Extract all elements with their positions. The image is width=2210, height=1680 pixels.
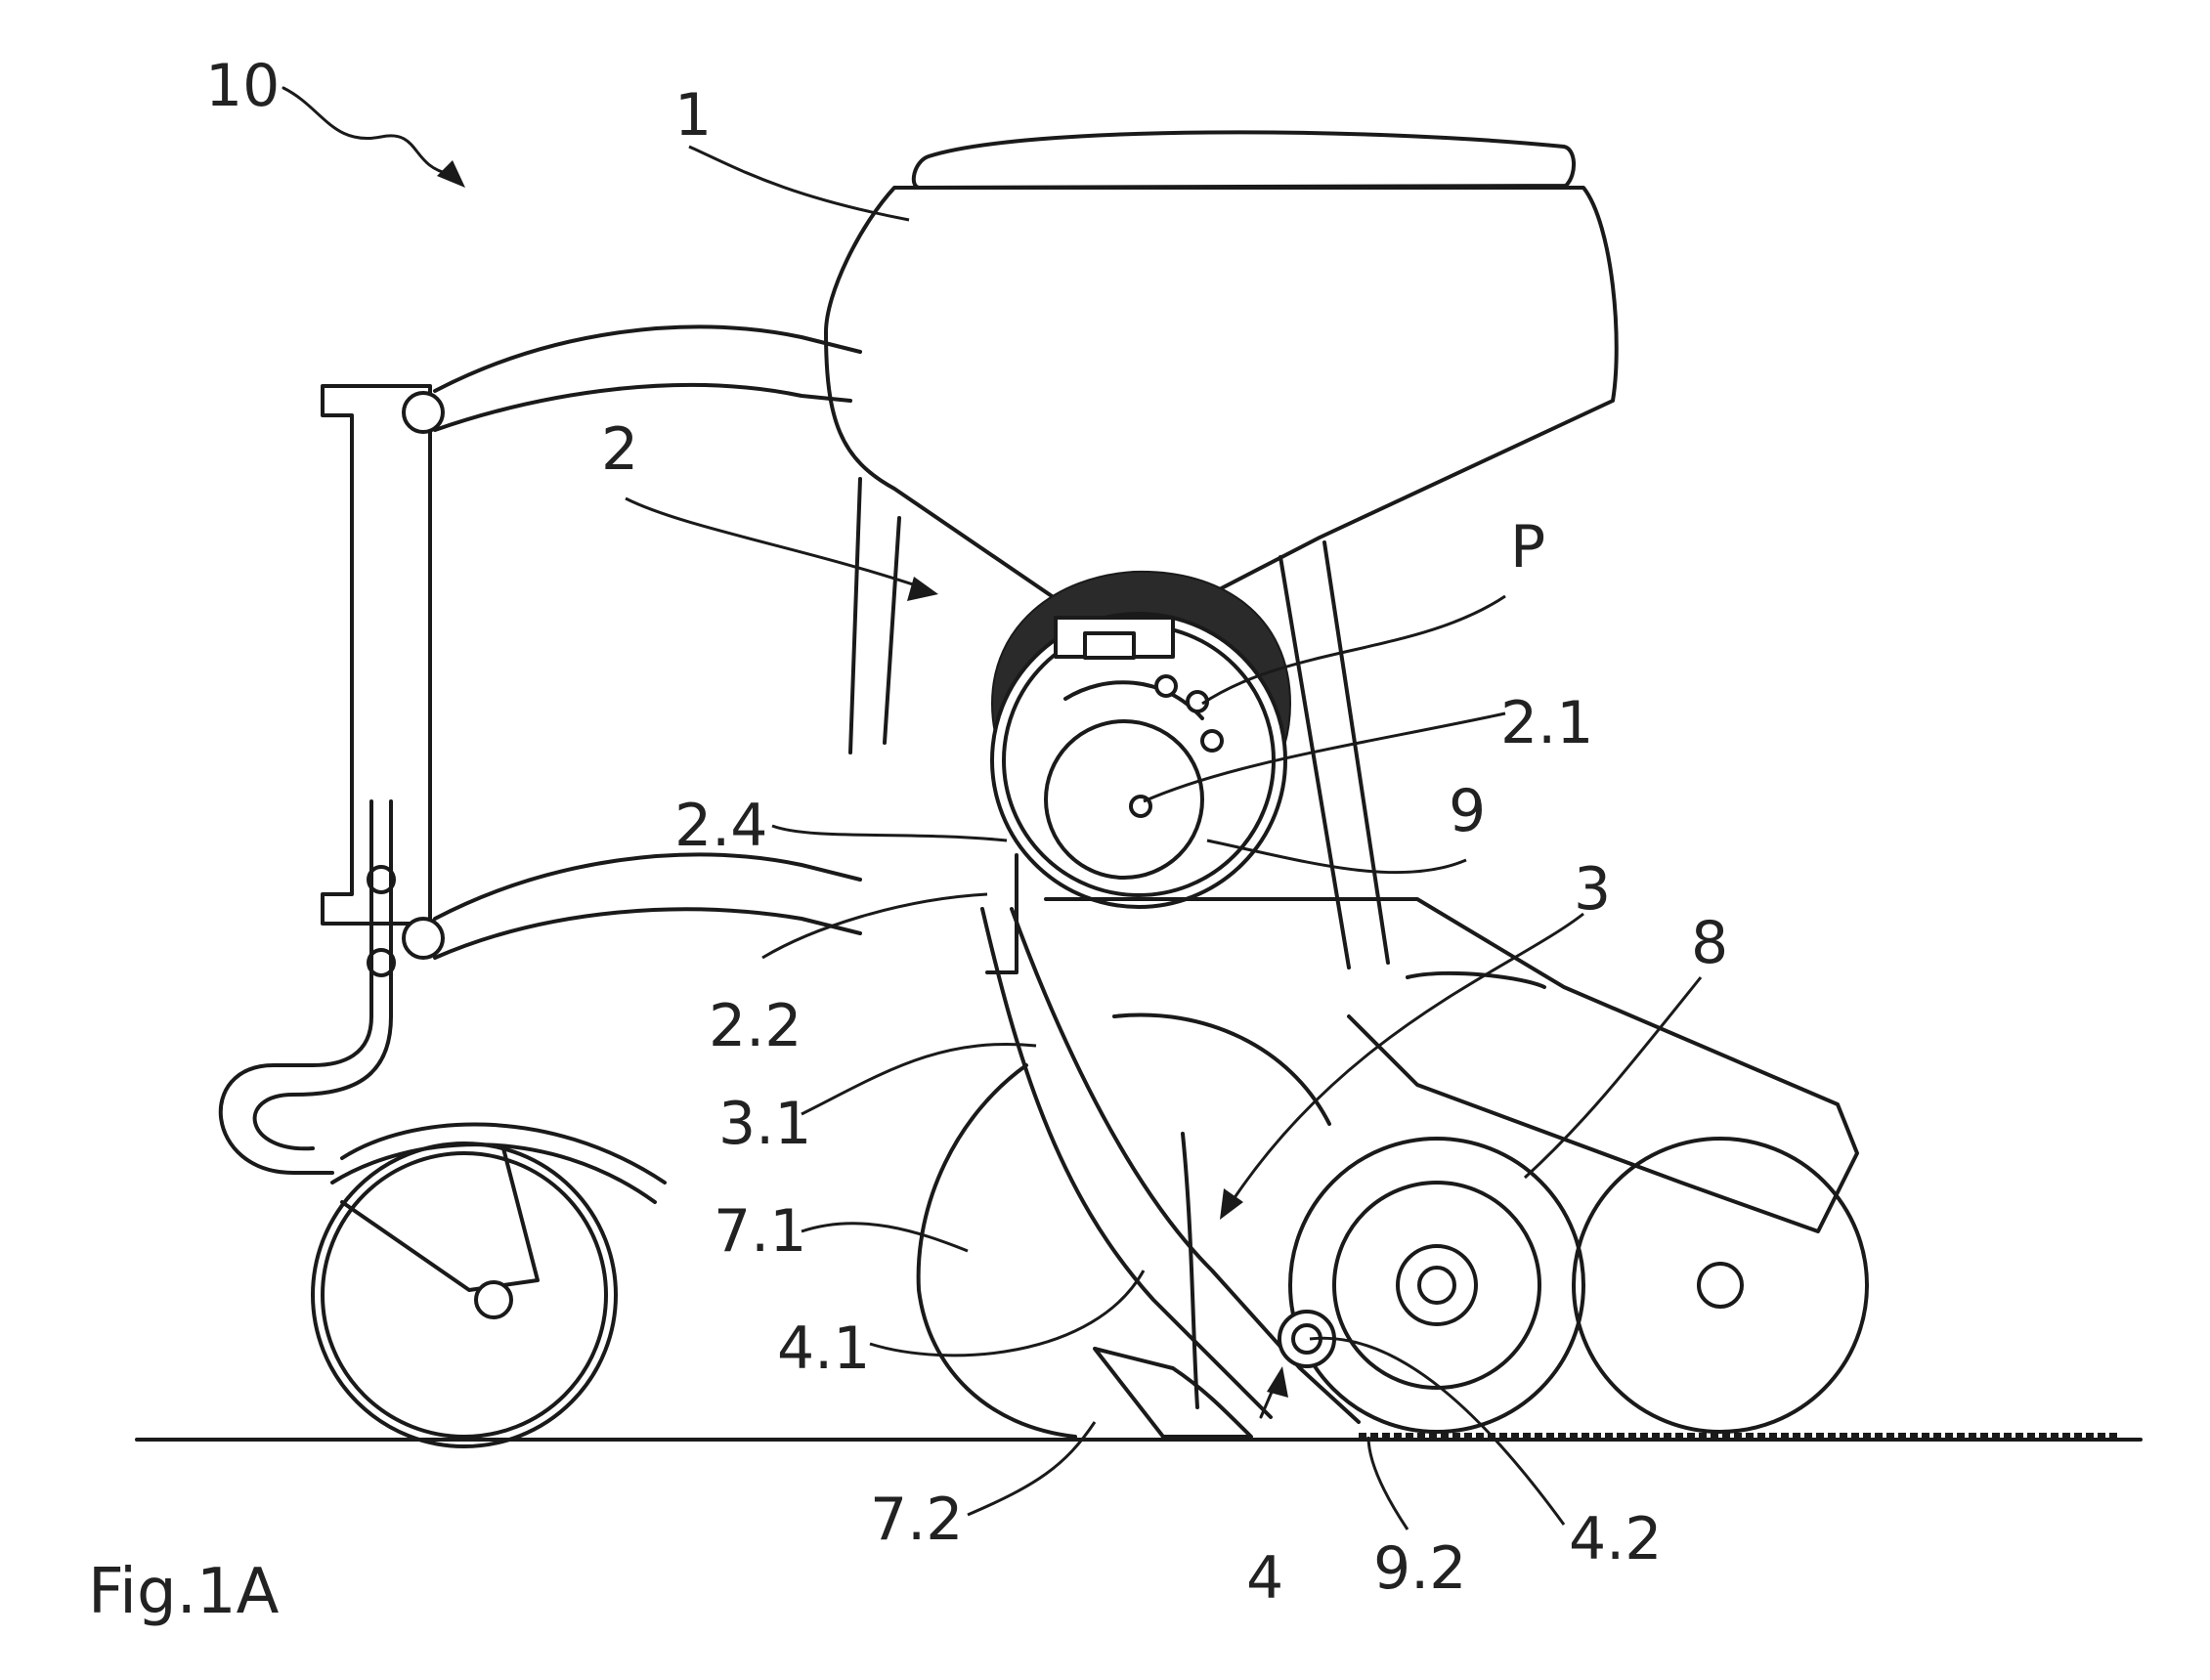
label-2: 2 <box>601 415 638 484</box>
label-3: 3 <box>1574 855 1611 924</box>
label-8: 8 <box>1691 909 1728 977</box>
label-10: 10 <box>205 52 280 120</box>
leader-4-1 <box>869 1270 1146 1357</box>
leader-8 <box>1523 976 1703 1180</box>
label-7-1: 7.1 <box>714 1197 806 1266</box>
leader-p <box>1201 594 1506 706</box>
front-wheel <box>311 1122 667 1448</box>
leader-9-2 <box>1366 1436 1409 1530</box>
label-2-2: 2.2 <box>709 992 802 1060</box>
seed-tube <box>980 897 1859 1424</box>
leader-7-2 <box>967 1421 1097 1517</box>
leader-3 <box>1230 912 1584 1203</box>
machine-arrow-head <box>437 160 465 188</box>
frame-linkage <box>218 324 862 1175</box>
opening-disc <box>916 1012 1331 1439</box>
coulter-shoe <box>1093 1132 1253 1439</box>
leader-2-2 <box>761 892 988 960</box>
leader-2-1 <box>1143 711 1506 803</box>
label-9-2: 9.2 <box>1373 1534 1466 1603</box>
leader-3-head <box>1220 1188 1243 1220</box>
leader-1 <box>688 145 910 222</box>
metering-unit <box>985 570 1292 974</box>
label-1: 1 <box>674 81 712 150</box>
leader-2-4 <box>771 824 1008 842</box>
figure-caption: Fig.1A <box>88 1556 280 1628</box>
catch-arrow-head <box>1267 1366 1288 1398</box>
machine-arrow <box>282 86 452 176</box>
label-2-4: 2.4 <box>674 792 767 860</box>
label-3-1: 3.1 <box>718 1090 811 1158</box>
label-7-2: 7.2 <box>870 1486 963 1554</box>
label-2-1: 2.1 <box>1500 689 1593 757</box>
label-4: 4 <box>1246 1544 1283 1613</box>
seed-hopper <box>824 130 1619 969</box>
label-4-2: 4.2 <box>1569 1505 1662 1573</box>
label-p: P <box>1510 513 1545 582</box>
label-4-1: 4.1 <box>777 1314 870 1383</box>
label-9: 9 <box>1449 777 1486 845</box>
leader-9 <box>1206 839 1467 875</box>
leader-7-1 <box>801 1222 969 1253</box>
leader-3-1 <box>801 1042 1037 1116</box>
leader-4-2 <box>1309 1336 1566 1526</box>
press-wheels <box>1288 1137 1869 1434</box>
leader-2-head <box>907 577 938 601</box>
leader-2 <box>625 496 920 588</box>
